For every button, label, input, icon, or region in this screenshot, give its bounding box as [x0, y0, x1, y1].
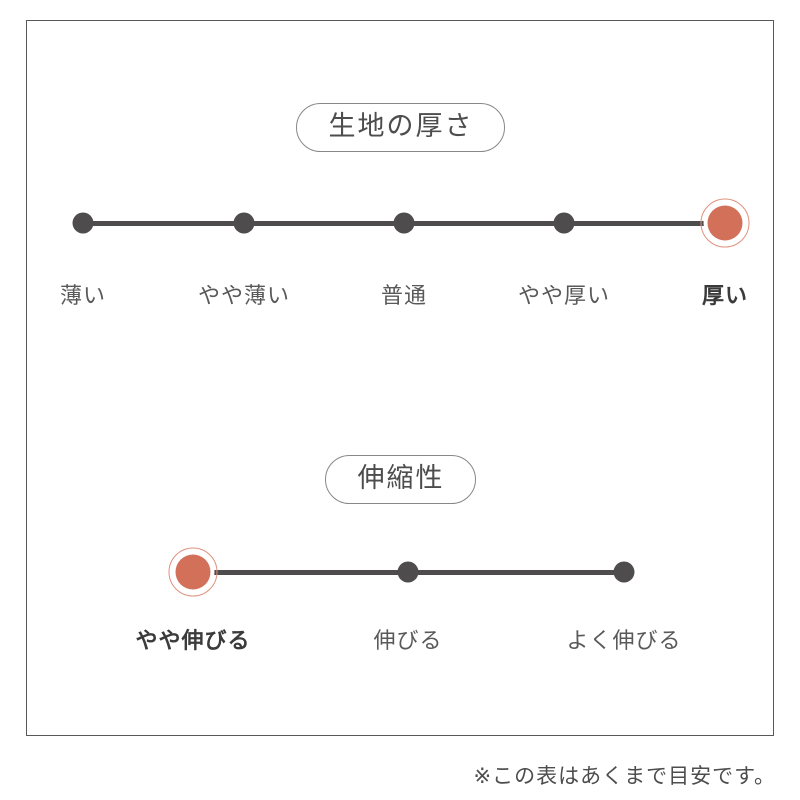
- scale-dot[interactable]: [397, 561, 419, 583]
- scale-dot[interactable]: [393, 212, 415, 234]
- scale-dot-selected[interactable]: [707, 205, 743, 241]
- scale-label: 普通: [380, 283, 428, 308]
- scale-dot[interactable]: [233, 212, 255, 234]
- scale-label: 伸びる: [373, 628, 443, 653]
- scale-label-selected: 厚い: [701, 283, 749, 308]
- scale-dot[interactable]: [72, 212, 94, 234]
- scale-dot-selected[interactable]: [175, 554, 211, 590]
- selected-marker-ring: [168, 547, 218, 597]
- selected-marker-ring: [700, 198, 750, 248]
- section-badge-wrap: 生地の厚さ: [27, 103, 773, 152]
- scale-label-selected: やや伸びる: [135, 628, 251, 653]
- scale-label: やや薄い: [197, 283, 291, 308]
- scale-label: よく伸びる: [566, 628, 682, 653]
- scale-dot[interactable]: [613, 561, 635, 583]
- scale-track: 薄い やや薄い 普通 やや厚い 厚い: [27, 21, 773, 735]
- scale-track: やや伸びる 伸びる よく伸びる: [27, 21, 773, 735]
- section-badge: 生地の厚さ: [295, 103, 505, 152]
- scale-dot[interactable]: [553, 212, 575, 234]
- section-badge-wrap: 伸縮性: [27, 455, 773, 504]
- section-badge: 伸縮性: [324, 455, 476, 504]
- fabric-spec-card: 生地の厚さ薄い やや薄い 普通 やや厚い 厚い伸縮性やや伸びる 伸びる よく伸びる: [26, 20, 774, 736]
- scale-label: 薄い: [59, 283, 107, 308]
- footnote-text: ※この表はあくまで目安です。: [473, 765, 776, 788]
- scale-label: やや厚い: [517, 283, 611, 308]
